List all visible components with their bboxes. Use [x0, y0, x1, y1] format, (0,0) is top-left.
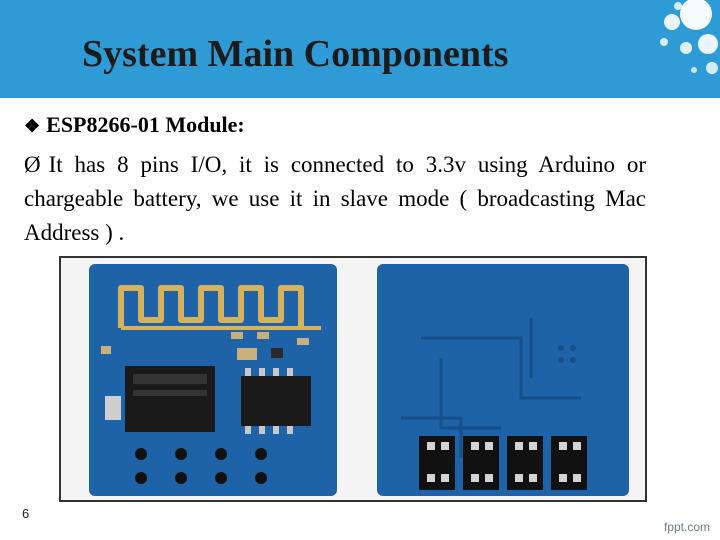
- brand-watermark: fppt.com: [663, 520, 710, 534]
- subheading: ❖ESP8266-01 Module:: [24, 112, 245, 138]
- esp8266-module-photo: [61, 258, 645, 500]
- header-band: System Main Components: [0, 0, 720, 98]
- arrow-bullet-icon: Ø: [24, 152, 41, 177]
- diamond-bullet-icon: ❖: [24, 116, 41, 136]
- esp8266-module-back-photo: [377, 264, 629, 496]
- slide-title: System Main Components: [82, 33, 509, 75]
- module-photo: [59, 256, 647, 502]
- esp8266-module-front-photo: [89, 264, 337, 496]
- page-number: 6: [22, 506, 30, 521]
- description-text: It has 8 pins I/O, it is connected to 3.…: [24, 152, 646, 245]
- subheading-text: ESP8266-01 Module:: [46, 112, 245, 137]
- decorative-bubbles-icon: [660, 0, 718, 74]
